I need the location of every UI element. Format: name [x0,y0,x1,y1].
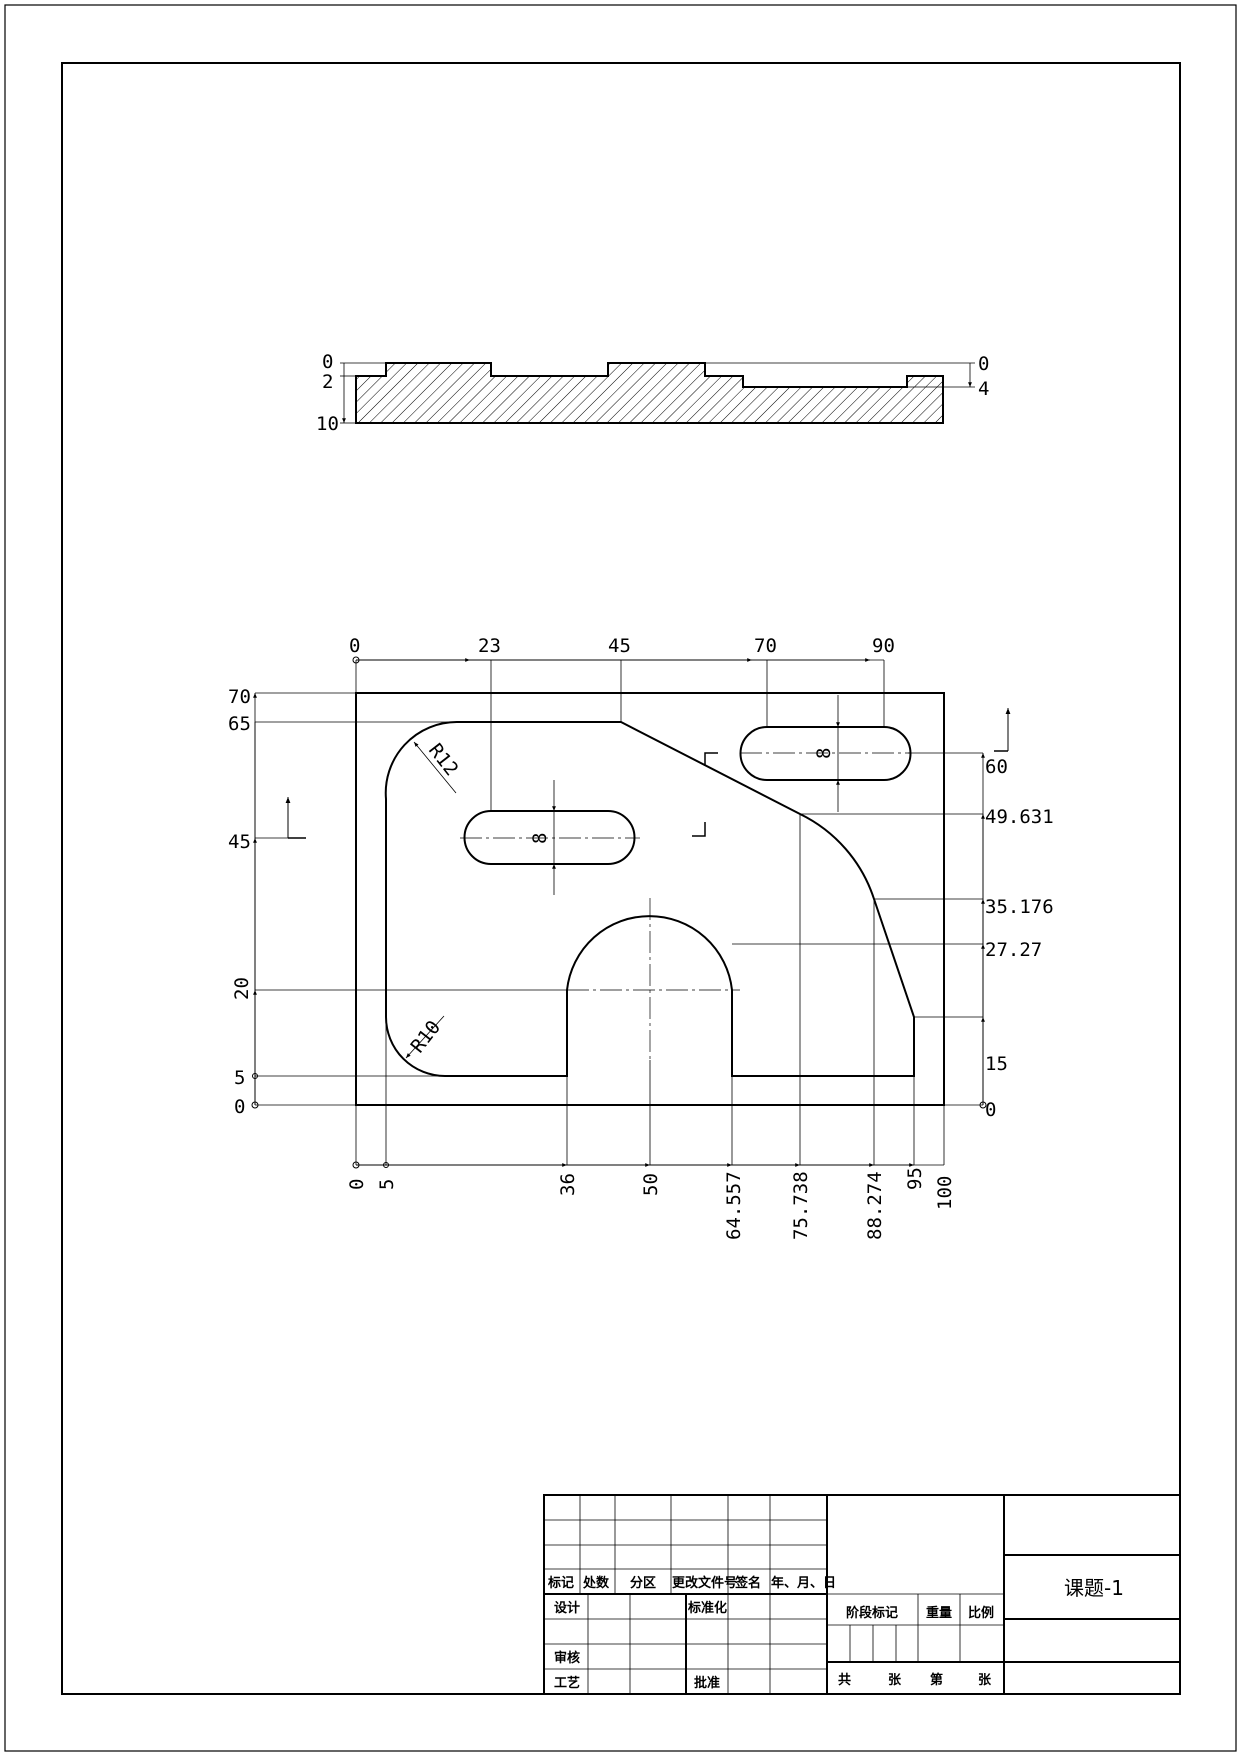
header-change-doc: 更改文件号 [672,1575,737,1591]
right-label-4: 15 [985,1053,1008,1075]
outer-border [4,4,1237,1752]
right-label-5: 0 [985,1099,996,1121]
label-process: 工艺 [554,1675,580,1691]
side-right-label-1: 4 [978,378,989,400]
bottom-label-8: 100 [934,1176,956,1210]
side-left-label-1: 2 [322,371,333,393]
right-label-3: 27.27 [985,939,1042,961]
top-label-3: 70 [754,635,777,657]
label-sheet-no: 第 [930,1672,943,1688]
left-label-1: 65 [228,713,251,735]
bottom-label-6: 88.274 [864,1171,886,1240]
header-sign: 签名 [734,1575,761,1591]
bottom-label-1: 5 [376,1179,398,1190]
label-review: 审核 [554,1650,580,1666]
slot-left [463,810,636,865]
pocket-profile [384,720,915,1077]
label-weight: 重量 [926,1605,952,1621]
title-block-text: 标记 处数 分区 更改文件号 签名 年、月、日 设计 标准化 审核 工艺 批准 … [547,1575,1124,1691]
top-label-4: 90 [872,635,895,657]
label-approval: 批准 [694,1675,720,1691]
left-label-5: 0 [234,1096,245,1118]
top-label-2: 45 [608,635,631,657]
header-mark: 标记 [547,1575,574,1591]
label-scale: 比例 [968,1605,994,1621]
section-body [355,362,944,424]
right-label-2: 35.176 [985,896,1054,918]
right-label-1: 49.631 [985,806,1054,828]
slot-left-width-label: 8 [529,833,551,844]
top-label-0: 0 [349,635,360,657]
label-standardization: 标准化 [687,1600,727,1616]
header-zone: 分区 [630,1575,656,1591]
slot-right [739,726,912,781]
left-label-2: 45 [228,831,251,853]
side-section-view: 0 2 10 0 4 [316,351,989,435]
side-left-label-0: 0 [322,351,333,373]
inner-frame [61,62,1181,1695]
bottom-label-0: 0 [346,1179,368,1190]
label-total: 共 [838,1672,851,1688]
top-plan-view: 0 23 45 70 90 70 65 45 20 5 0 60 49.631 … [228,635,1054,1240]
top-label-1: 23 [478,635,501,657]
right-label-0: 60 [985,756,1008,778]
bottom-label-3: 50 [640,1173,662,1196]
slot-right-width-label: 8 [813,748,835,759]
left-label-0: 70 [228,686,251,708]
radius-label-r12: R12 [424,740,462,781]
label-sheets-2: 张 [978,1673,992,1688]
header-date: 年、月、日 [771,1575,836,1591]
header-count: 处数 [582,1575,610,1591]
bottom-label-2: 36 [557,1173,579,1196]
left-label-4: 5 [234,1067,245,1089]
label-stage-mark: 阶段标记 [846,1605,898,1621]
side-right-label-0: 0 [978,353,989,375]
left-label-3: 20 [231,977,253,1000]
label-design: 设计 [554,1600,580,1616]
drawing-title: 课题-1 [1064,1576,1124,1600]
bottom-label-4: 64.557 [723,1171,745,1240]
side-left-label-2: 10 [316,413,339,435]
title-block [543,1494,1181,1695]
label-sheets: 张 [888,1673,902,1688]
bottom-label-5: 75.738 [790,1171,812,1240]
bottom-label-7: 95 [904,1167,926,1190]
